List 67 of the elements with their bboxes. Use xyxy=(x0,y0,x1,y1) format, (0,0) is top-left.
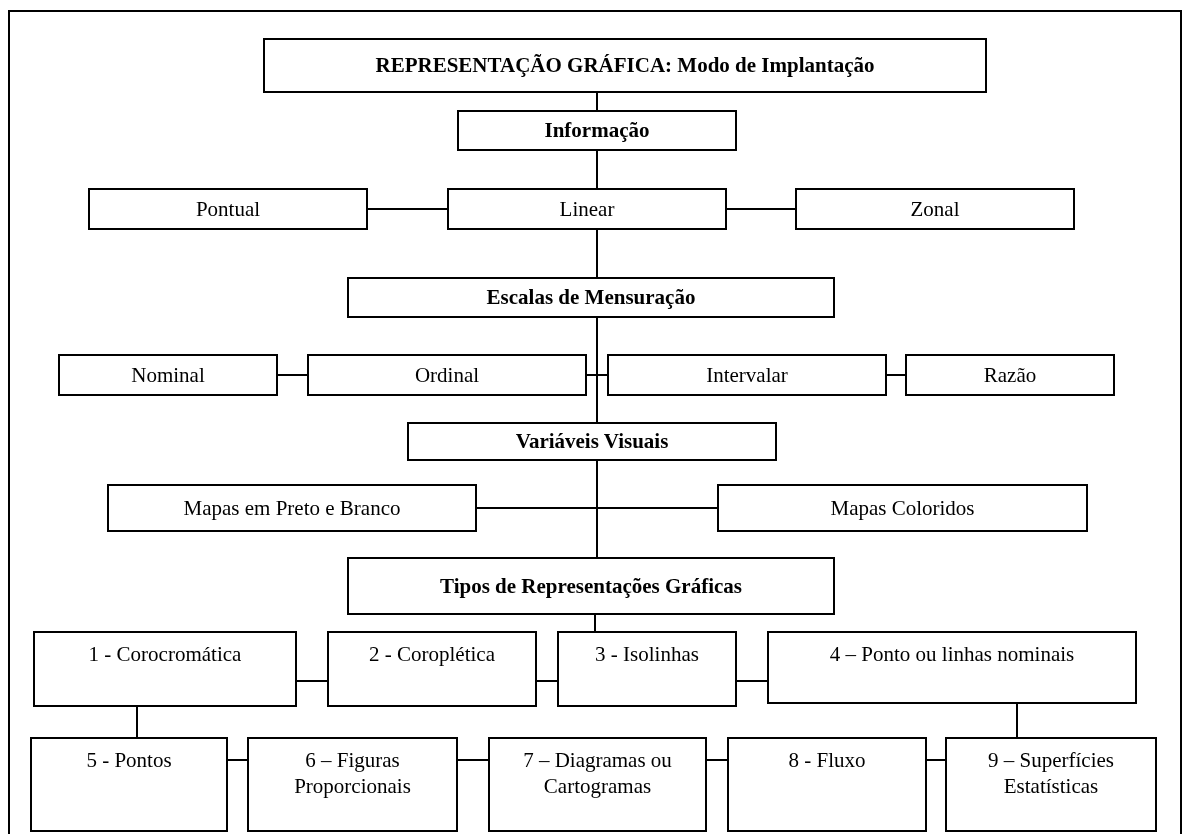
category-box xyxy=(107,484,477,532)
connector-line xyxy=(1016,703,1018,738)
category-label: 9 – Superfícies Estatísticas xyxy=(987,747,1115,800)
category-label: Mapas Coloridos xyxy=(830,494,975,522)
connector-line xyxy=(926,759,946,761)
category-label: Razão xyxy=(983,361,1037,389)
category-label: 8 - Fluxo xyxy=(788,747,866,774)
connector-line xyxy=(596,317,598,423)
category-box xyxy=(717,484,1088,532)
connector-line xyxy=(476,507,718,509)
connector-line xyxy=(596,150,598,189)
category-label: Mapas em Preto e Branco xyxy=(183,494,401,522)
connector-line xyxy=(886,374,906,376)
heading-text: Tipos de Representações Gráficas xyxy=(440,572,742,600)
connector-line xyxy=(594,614,596,632)
connector-line xyxy=(227,759,248,761)
connector-line xyxy=(586,374,608,376)
category-box xyxy=(905,354,1115,396)
category-box xyxy=(247,737,458,832)
category-label: Nominal xyxy=(131,361,205,389)
category-label: Linear xyxy=(559,195,615,223)
category-label: 1 - Corocromática xyxy=(88,641,242,668)
connector-line xyxy=(736,680,768,682)
category-label: Intervalar xyxy=(706,361,788,389)
category-box xyxy=(607,354,887,396)
connector-line xyxy=(706,759,728,761)
connector-line xyxy=(277,374,308,376)
category-label: 3 - Isolinhas xyxy=(595,641,699,668)
category-box xyxy=(30,737,228,832)
connector-line xyxy=(596,229,598,278)
category-box xyxy=(557,631,737,707)
category-label: 2 - Coroplética xyxy=(369,641,495,668)
connector-line xyxy=(296,680,328,682)
connector-line xyxy=(536,680,558,682)
category-label: Zonal xyxy=(910,195,960,223)
category-label: 6 – Figuras Proporcionais xyxy=(293,747,412,800)
category-box xyxy=(767,631,1137,704)
connector-line xyxy=(457,759,489,761)
category-box xyxy=(488,737,707,832)
category-box xyxy=(58,354,278,396)
heading-text: Escalas de Mensuração xyxy=(486,284,696,311)
category-box xyxy=(727,737,927,832)
category-box xyxy=(307,354,587,396)
category-label: 4 – Ponto ou linhas nominais xyxy=(829,641,1075,668)
connector-line xyxy=(596,92,598,111)
category-label: Pontual xyxy=(195,195,261,223)
heading-box xyxy=(457,110,737,151)
heading-box xyxy=(347,277,835,318)
category-box xyxy=(33,631,297,707)
category-label: Ordinal xyxy=(414,361,480,389)
heading-text: Variáveis Visuais xyxy=(515,428,669,455)
category-box xyxy=(945,737,1157,832)
connector-line xyxy=(367,208,448,210)
heading-box xyxy=(347,557,835,615)
heading-text: REPRESENTAÇÃO GRÁFICA: Modo de Implantação xyxy=(375,52,875,79)
heading-text: Informação xyxy=(544,117,650,144)
category-box xyxy=(447,188,727,230)
category-box xyxy=(88,188,368,230)
category-label: 5 - Pontos xyxy=(86,747,172,774)
heading-box xyxy=(407,422,777,461)
category-box xyxy=(327,631,537,707)
heading-box xyxy=(263,38,987,93)
connector-line xyxy=(726,208,796,210)
category-label: 7 – Diagramas ou Cartogramas xyxy=(522,747,673,800)
category-box xyxy=(795,188,1075,230)
connector-line xyxy=(136,706,138,738)
connector-line xyxy=(596,460,598,558)
